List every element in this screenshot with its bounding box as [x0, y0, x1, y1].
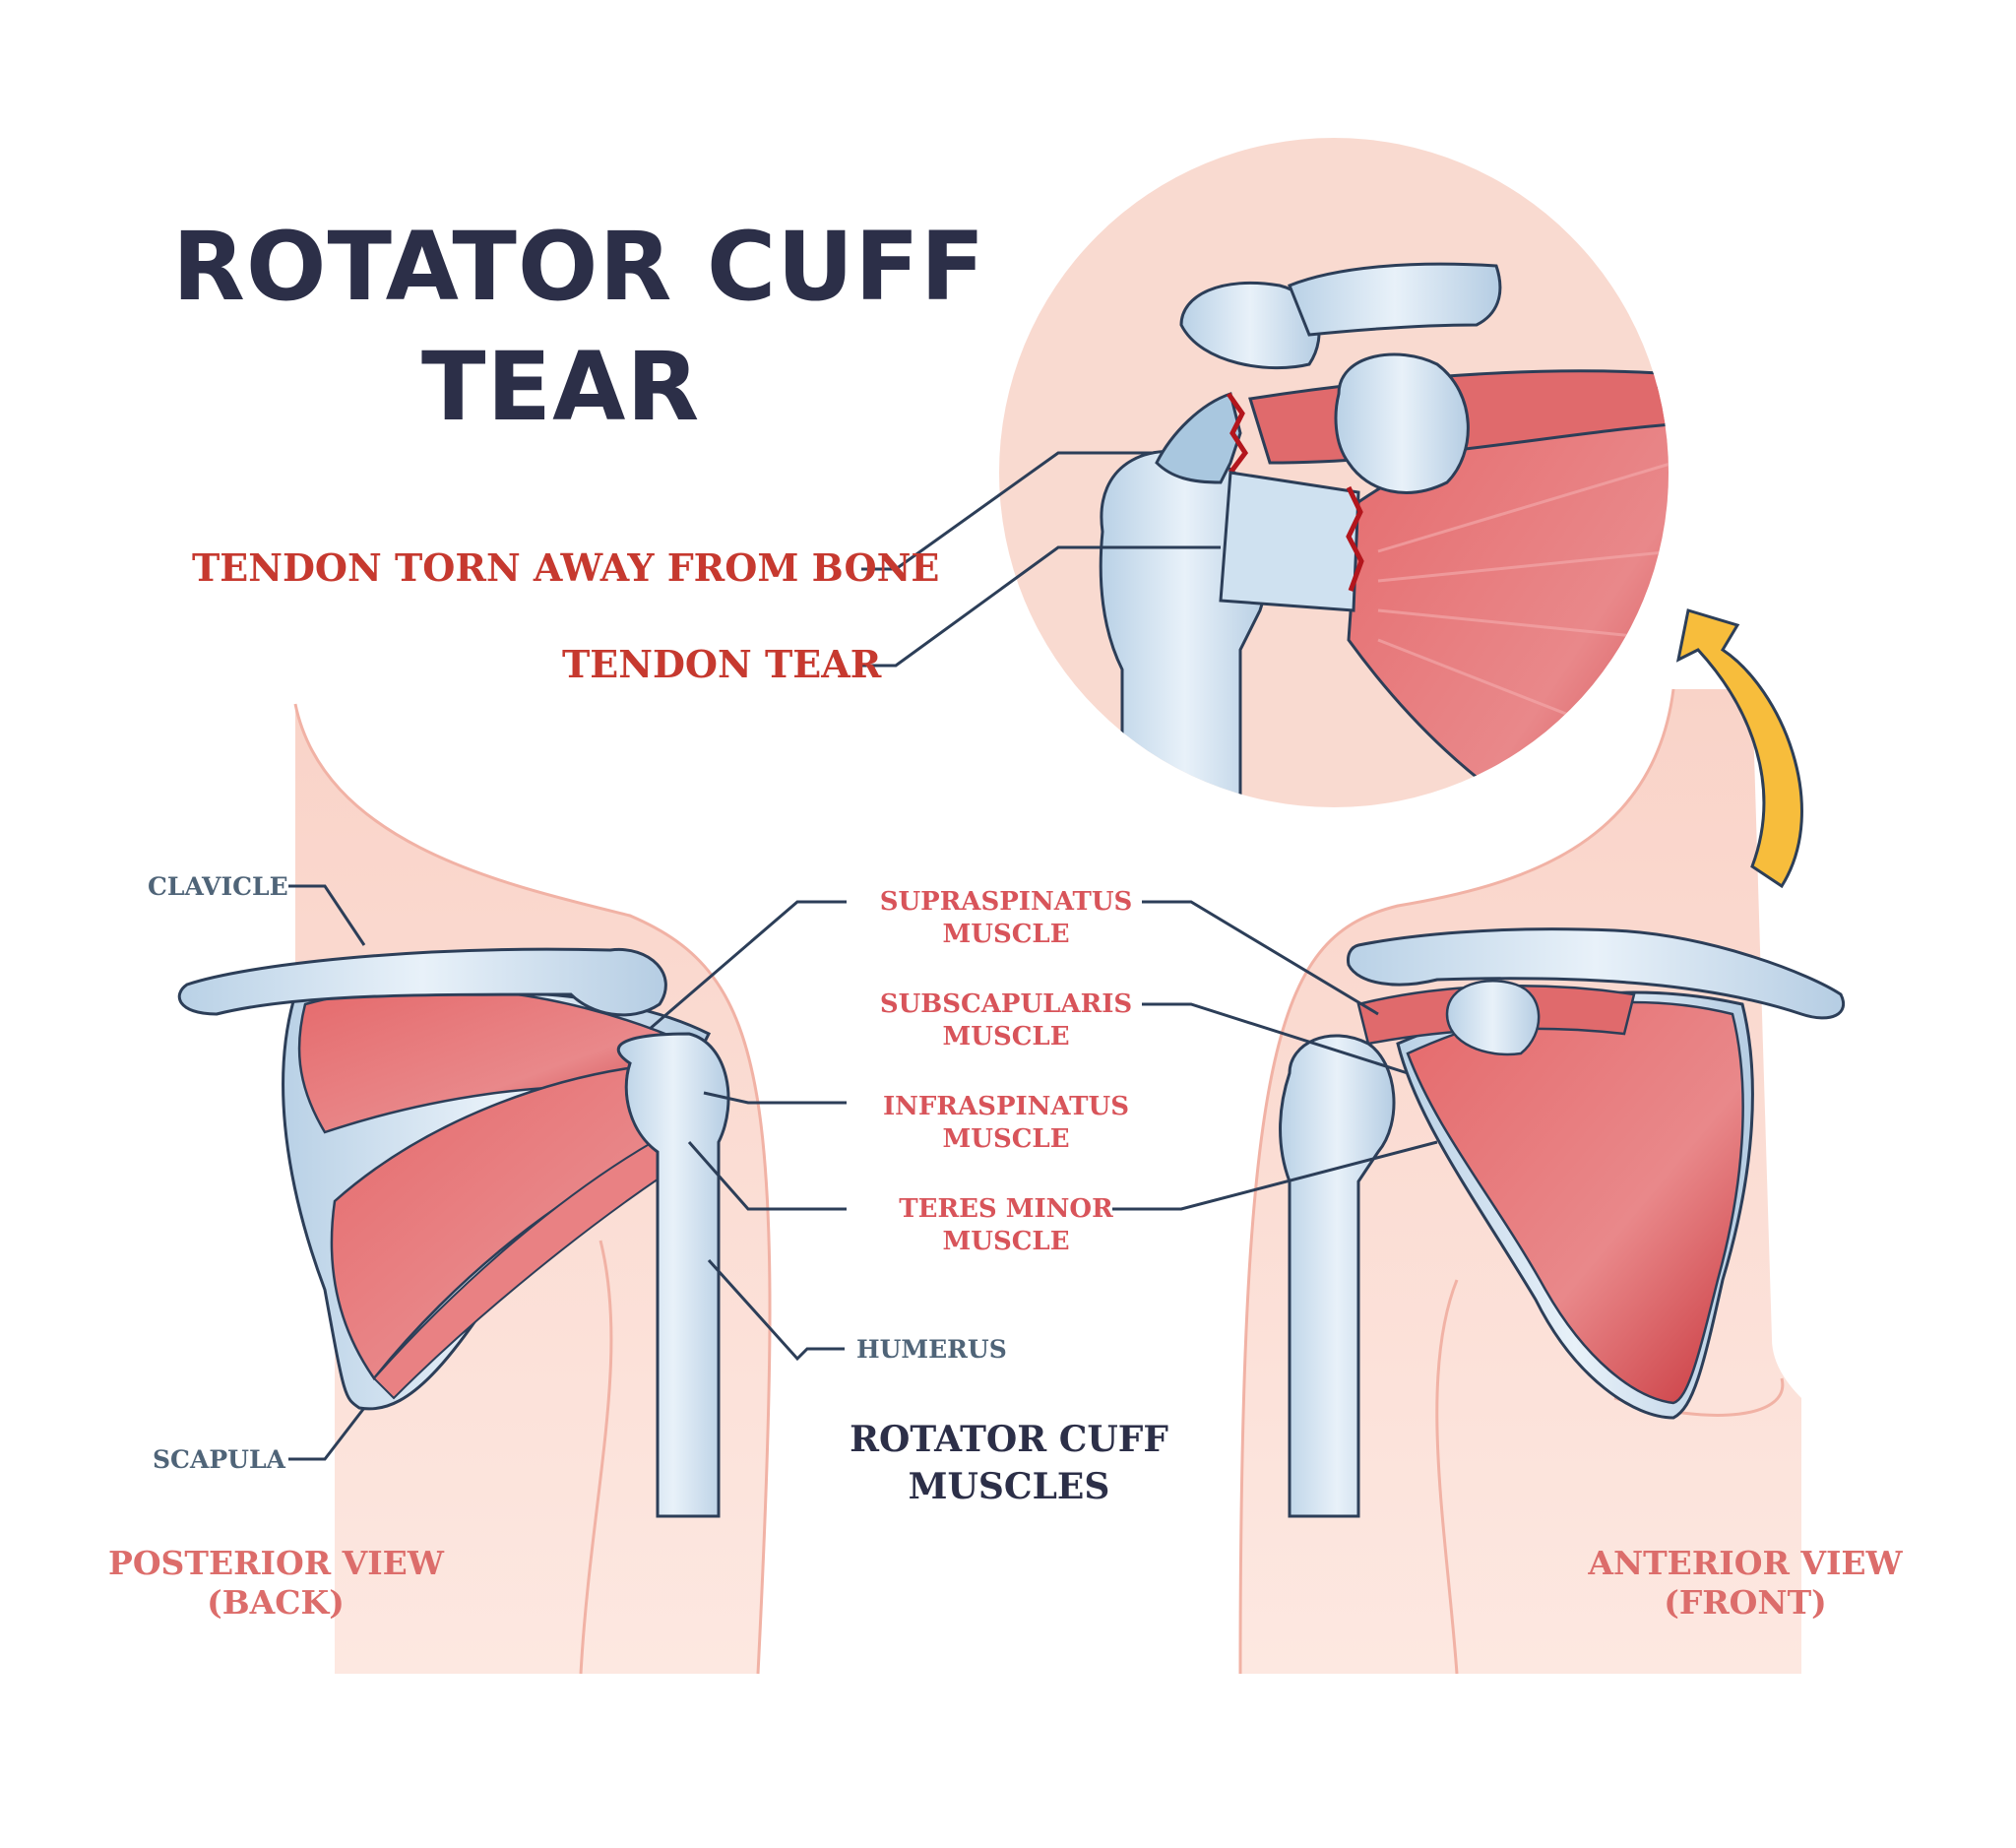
- posterior-view-illustration: [177, 703, 772, 1675]
- label-anterior-view-line1: ANTERIOR VIEW: [1588, 1544, 1903, 1582]
- group-label-line1: ROTATOR CUFF: [850, 1419, 1168, 1460]
- label-anterior-view: ANTERIOR VIEW (FRONT): [1578, 1544, 1913, 1623]
- anterior-subscapularis-muscle: [1406, 1000, 1744, 1405]
- label-teres-minor-line2: MUSCLE: [942, 1227, 1070, 1256]
- label-subscapularis: SUBSCAPULARIS MUSCLE: [858, 988, 1154, 1053]
- zoom-tendon-band: [1219, 471, 1360, 612]
- zoom-clavicle-bone: [1288, 262, 1502, 337]
- anterior-view-illustration: [1238, 688, 1845, 1675]
- group-label-line2: MUSCLES: [908, 1466, 1110, 1507]
- leader-lines: [288, 451, 1438, 1461]
- label-supraspinatus-line2: MUSCLE: [942, 920, 1070, 949]
- callout-tendon-torn-away: TENDON TORN AWAY FROM BONE: [192, 545, 940, 590]
- label-humerus: HUMERUS: [856, 1335, 1007, 1364]
- zoom-torn-tendon: [1155, 392, 1242, 484]
- label-clavicle: CLAVICLE: [148, 872, 288, 901]
- label-subscapularis-line2: MUSCLE: [942, 1022, 1070, 1051]
- label-scapula: SCAPULA: [153, 1445, 285, 1474]
- zoom-arrow: [1675, 608, 1803, 889]
- label-posterior-view-line2: (BACK): [207, 1583, 345, 1622]
- zoom-coracoid-bone: [1334, 352, 1470, 494]
- group-label-rotator-cuff-muscles: ROTATOR CUFF MUSCLES: [832, 1416, 1186, 1510]
- label-supraspinatus-line1: SUPRASPINATUS: [879, 887, 1133, 917]
- label-posterior-view: POSTERIOR VIEW (BACK): [108, 1544, 444, 1623]
- label-supraspinatus: SUPRASPINATUS MUSCLE: [858, 886, 1154, 951]
- label-subscapularis-line1: SUBSCAPULARIS: [879, 989, 1133, 1019]
- label-infraspinatus: INFRASPINATUS MUSCLE: [858, 1091, 1154, 1156]
- anterior-humerus-bone: [1279, 1034, 1396, 1518]
- label-infraspinatus-line2: MUSCLE: [942, 1124, 1070, 1154]
- label-posterior-view-line1: POSTERIOR VIEW: [108, 1544, 444, 1582]
- title-line-2: TEAR: [421, 332, 701, 442]
- anterior-clavicle-bone: [1347, 927, 1845, 1020]
- posterior-clavicle-bone: [177, 947, 667, 1017]
- label-anterior-view-line2: (FRONT): [1664, 1583, 1827, 1622]
- tear-detail-zoom: [999, 138, 1669, 807]
- label-teres-minor: TERES MINOR MUSCLE: [858, 1193, 1154, 1258]
- label-teres-minor-line1: TERES MINOR: [899, 1194, 1113, 1224]
- label-infraspinatus-line1: INFRASPINATUS: [883, 1092, 1129, 1121]
- callout-tendon-tear: TENDON TEAR: [562, 642, 882, 686]
- title-line-1: ROTATOR CUFF: [172, 212, 986, 322]
- anterior-coracoid-bone: [1445, 980, 1541, 1056]
